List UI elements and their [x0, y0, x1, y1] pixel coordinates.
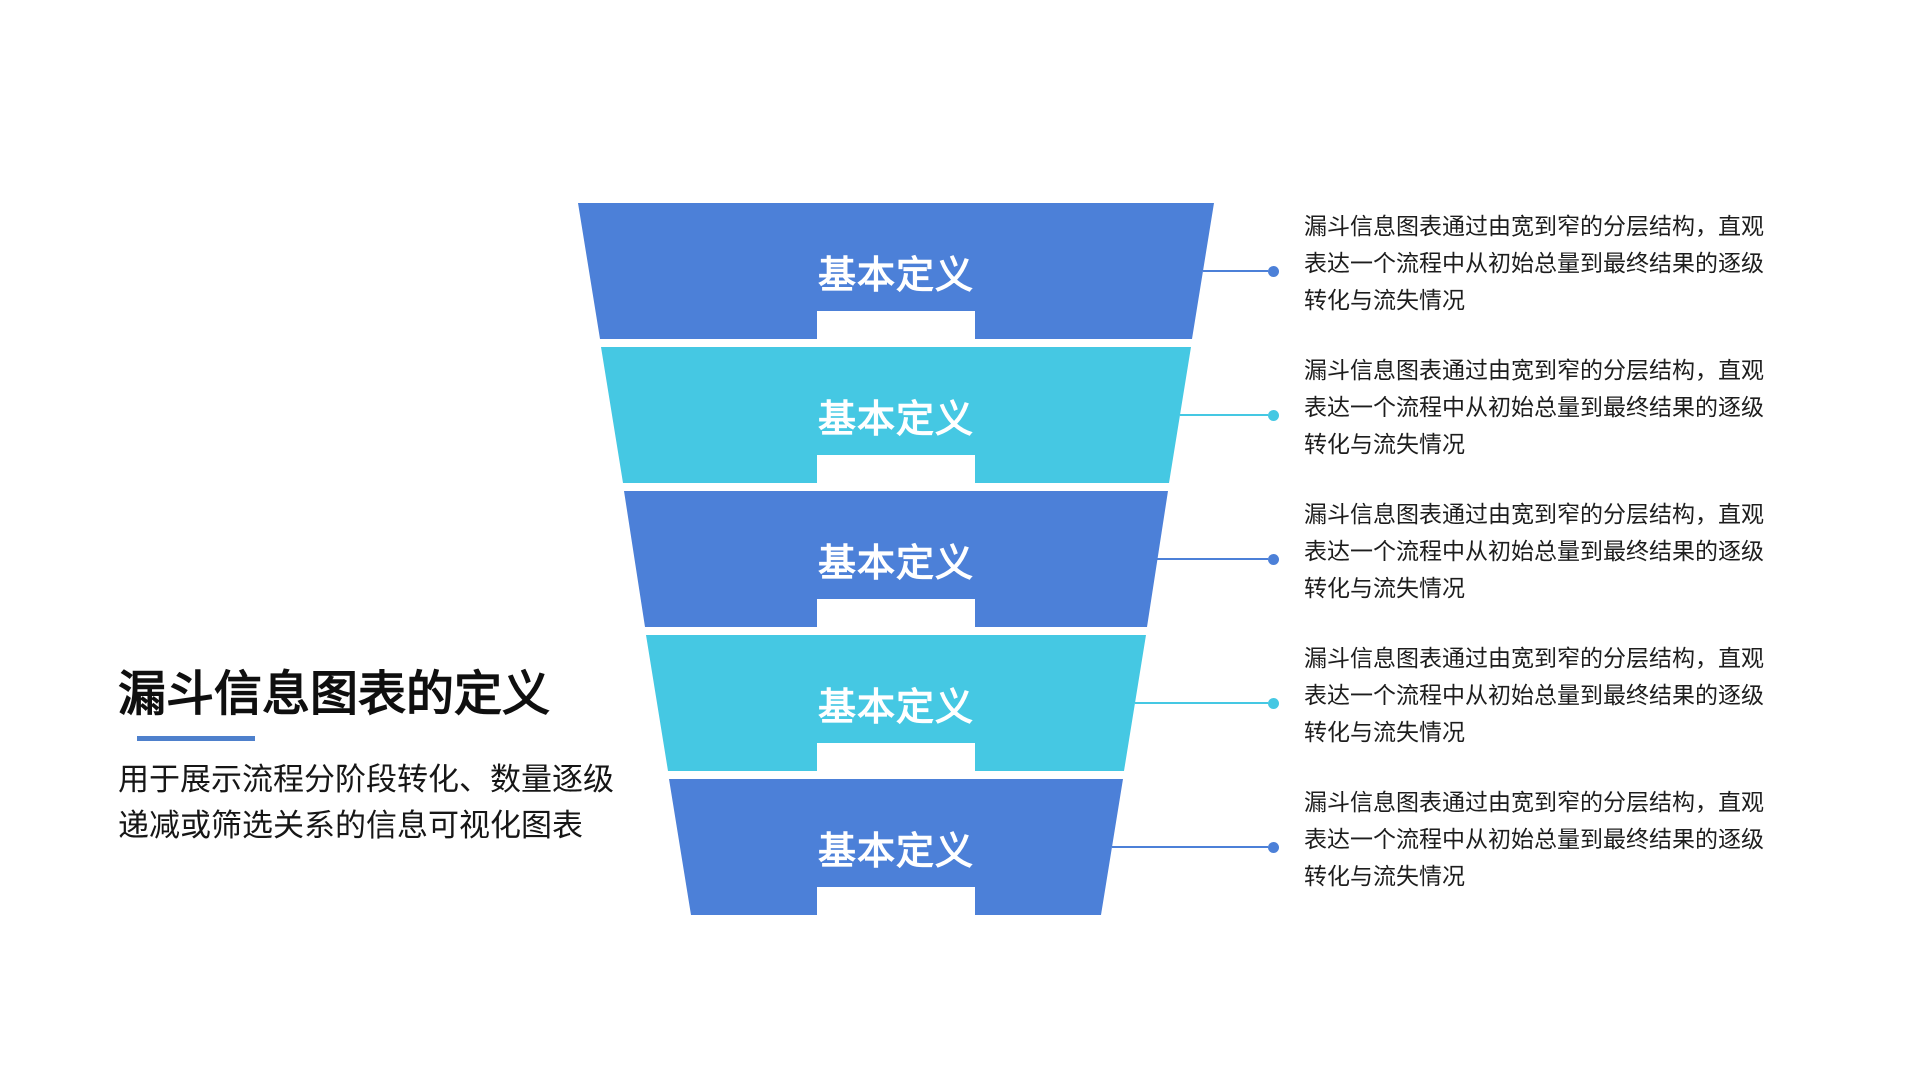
funnel-layer-4-label: 基本定义 — [817, 687, 974, 729]
funnel-layer-2-label: 基本定义 — [817, 399, 974, 441]
connector-line-1 — [1203, 270, 1268, 272]
funnel-layer-3-label: 基本定义 — [817, 543, 974, 585]
description-5-line-1: 漏斗信息图表通过由宽到窄的分层结构，直观 — [1304, 789, 1764, 815]
funnel-layer-1-label: 基本定义 — [817, 255, 974, 297]
page-subtitle-line-2: 递减或筛选关系的信息可视化图表 — [118, 808, 583, 843]
connector-line-5 — [1112, 846, 1268, 848]
funnel-diagram: 基本定义 基本定义 基本定义 基本定义 基本定义 — [578, 203, 1214, 915]
funnel-layer-2: 基本定义 — [601, 347, 1191, 483]
connector-dot-1 — [1268, 265, 1279, 277]
page-title: 漏斗信息图表的定义 — [118, 668, 551, 722]
description-block-5: 漏斗信息图表通过由宽到窄的分层结构，直观 表达一个流程中从初始总量到最终结果的逐… — [1304, 784, 1814, 895]
connector-dot-2 — [1268, 409, 1279, 421]
page-subtitle-line-1: 用于展示流程分阶段转化、数量逐级 — [118, 762, 614, 797]
description-1-line-3: 转化与流失情况 — [1304, 287, 1465, 313]
connector-line-4 — [1135, 702, 1268, 704]
description-1-line-1: 漏斗信息图表通过由宽到窄的分层结构，直观 — [1304, 213, 1764, 239]
description-block-1: 漏斗信息图表通过由宽到窄的分层结构，直观 表达一个流程中从初始总量到最终结果的逐… — [1304, 208, 1814, 319]
description-5-line-3: 转化与流失情况 — [1304, 863, 1465, 889]
description-block-2: 漏斗信息图表通过由宽到窄的分层结构，直观 表达一个流程中从初始总量到最终结果的逐… — [1304, 352, 1814, 463]
funnel-layer-4: 基本定义 — [646, 635, 1146, 771]
funnel-layer-3: 基本定义 — [624, 491, 1168, 627]
connector-line-2 — [1180, 414, 1268, 416]
connector-dot-4 — [1268, 697, 1279, 709]
connector-dot-3 — [1268, 553, 1279, 565]
description-4-line-2: 表达一个流程中从初始总量到最终结果的逐级 — [1304, 682, 1764, 708]
description-5-line-2: 表达一个流程中从初始总量到最终结果的逐级 — [1304, 826, 1764, 852]
description-2-line-1: 漏斗信息图表通过由宽到窄的分层结构，直观 — [1304, 357, 1764, 383]
description-2-line-2: 表达一个流程中从初始总量到最终结果的逐级 — [1304, 394, 1764, 420]
description-3-line-2: 表达一个流程中从初始总量到最终结果的逐级 — [1304, 538, 1764, 564]
funnel-layer-5-label: 基本定义 — [817, 831, 974, 873]
funnel-layer-1: 基本定义 — [578, 203, 1214, 339]
connector-line-3 — [1157, 558, 1268, 560]
description-block-4: 漏斗信息图表通过由宽到窄的分层结构，直观 表达一个流程中从初始总量到最终结果的逐… — [1304, 640, 1814, 751]
description-2-line-3: 转化与流失情况 — [1304, 431, 1465, 457]
title-underline — [137, 736, 255, 741]
description-3-line-3: 转化与流失情况 — [1304, 575, 1465, 601]
description-1-line-2: 表达一个流程中从初始总量到最终结果的逐级 — [1304, 250, 1764, 276]
page-subtitle: 用于展示流程分阶段转化、数量逐级 递减或筛选关系的信息可视化图表 — [118, 757, 663, 849]
connector-dot-5 — [1268, 841, 1279, 853]
description-3-line-1: 漏斗信息图表通过由宽到窄的分层结构，直观 — [1304, 501, 1764, 527]
description-block-3: 漏斗信息图表通过由宽到窄的分层结构，直观 表达一个流程中从初始总量到最终结果的逐… — [1304, 496, 1814, 607]
description-4-line-1: 漏斗信息图表通过由宽到窄的分层结构，直观 — [1304, 645, 1764, 671]
description-4-line-3: 转化与流失情况 — [1304, 719, 1465, 745]
